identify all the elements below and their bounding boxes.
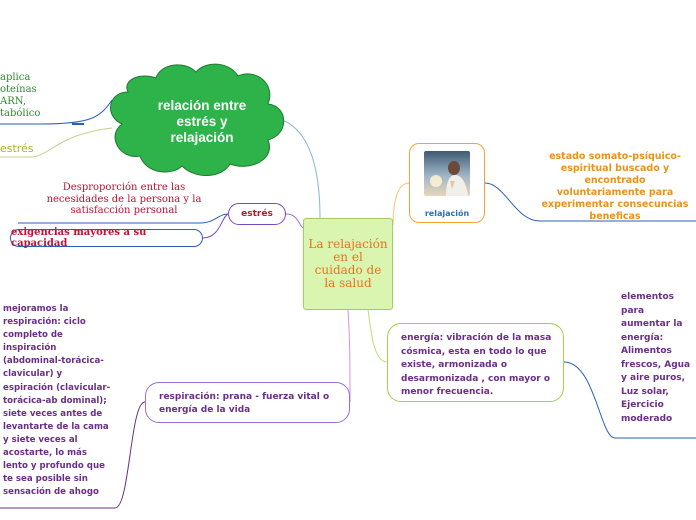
exigencias-node-label: exigencias mayores a su capacidad [11, 227, 147, 249]
estres-node[interactable]: estrés [228, 203, 286, 225]
cloud-node-label[interactable]: relación entre estrés y relajación [157, 98, 247, 145]
cut-off-estres-label: estrés [0, 142, 34, 155]
estado-node[interactable]: estado somato-psíquico-espiritual buscad… [541, 151, 689, 222]
link-respiracion-central [347, 309, 351, 403]
relajacion-node-label: relajación [424, 209, 470, 218]
respiracion-node-label: respiración: prana - fuerza vital o ener… [159, 392, 330, 415]
exigencias-node[interactable]: exigencias mayores a su capacidad [10, 227, 203, 249]
link-relajacion-central [392, 182, 410, 226]
mejoramos-node[interactable]: mejoramos la respiración: ciclo completo… [3, 304, 111, 498]
energia-node-label: energía: vibración de la masa cósmica, e… [401, 333, 552, 397]
link-exigencias-estres [202, 213, 229, 239]
link-estres-central [285, 213, 304, 229]
energia-node[interactable]: energía: vibración de la masa cósmica, e… [387, 323, 564, 402]
link-energia-central [367, 309, 388, 363]
relaxation-photo [424, 151, 470, 196]
estres-node-label: estrés [241, 209, 273, 219]
desproporcion-node[interactable]: Desproporción entre las necesidades de l… [46, 182, 202, 216]
central-node-label: La relajación en el cuidado de la salud [308, 237, 388, 290]
cut-off-text-left: aplica oteínas ARN, tabólico [0, 72, 41, 119]
respiracion-node[interactable]: respiración: prana - fuerza vital o ener… [145, 382, 350, 423]
central-node[interactable]: La relajación en el cuidado de la salud [303, 218, 393, 310]
elementos-node[interactable]: elementos para aumentar la energía: Alim… [621, 292, 691, 424]
